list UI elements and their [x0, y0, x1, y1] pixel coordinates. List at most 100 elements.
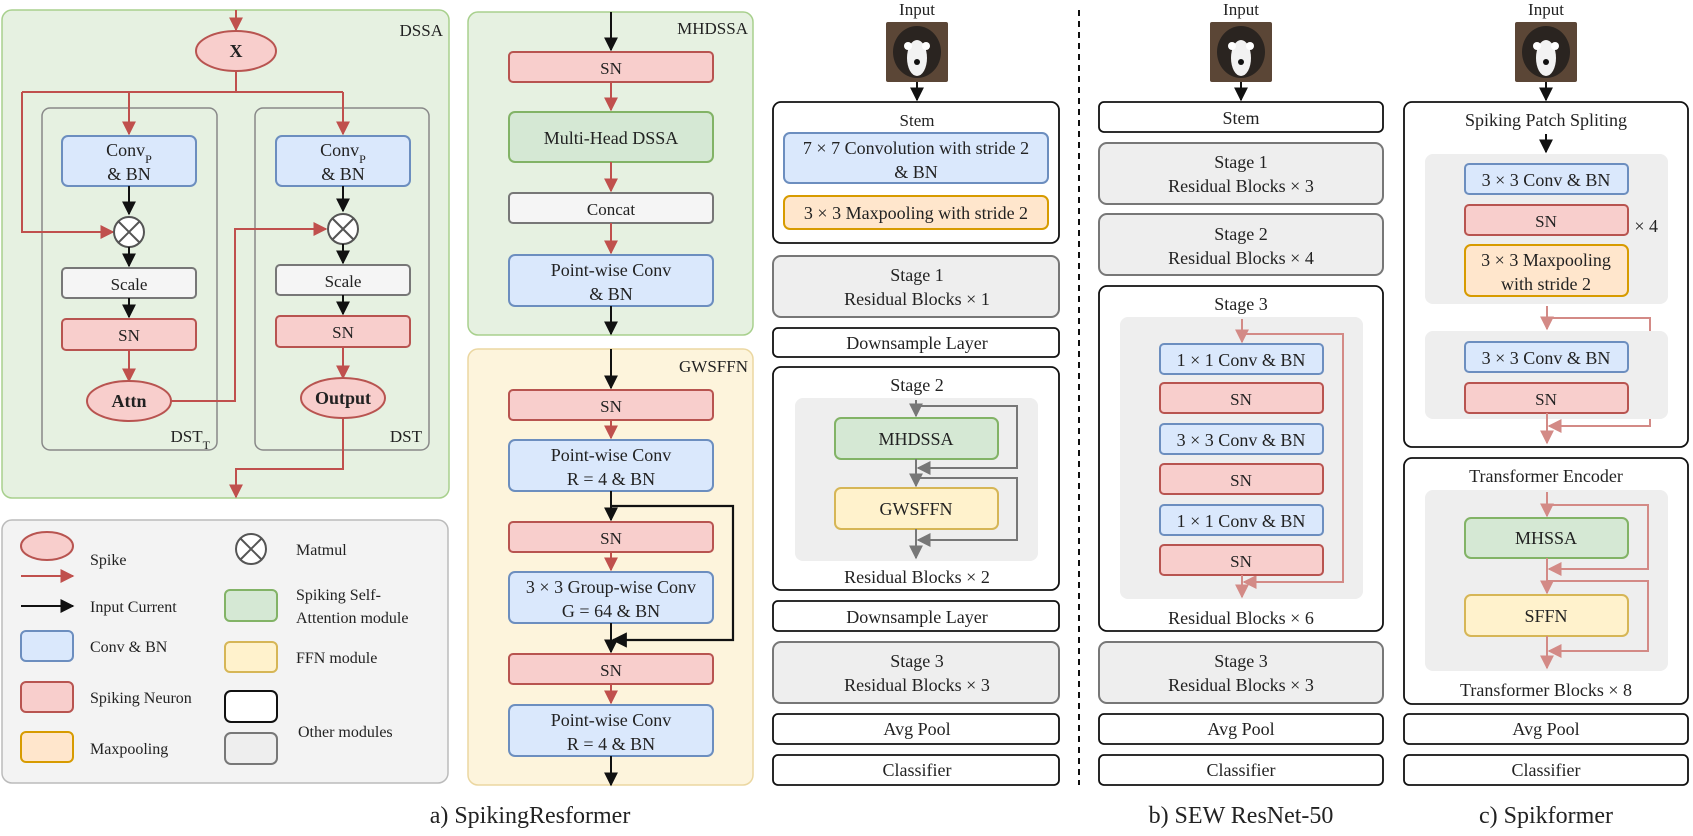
dssa-panel: DSSA DSTT DST X ConvP & BN Scale SN — [1, 9, 450, 499]
sew-stage1 — [1098, 142, 1384, 205]
spikformer-sn-1-label: SN — [1535, 212, 1557, 231]
spikformer-maxpool — [1464, 244, 1629, 297]
sew-classifier-label: Classifier — [1207, 760, 1276, 780]
resformer-avgpool — [772, 713, 1060, 745]
sew-stage3-label: Stage 3 — [1214, 294, 1268, 314]
sew-conv3 — [1159, 423, 1324, 455]
mhdssa-concat-label: Concat — [587, 200, 635, 219]
resformer-gwsffn-label: GWSFFN — [879, 499, 952, 519]
legend-input-current-label: Input Current — [90, 599, 177, 616]
resformer-conv7-line1: 7 × 7 Convolution with stride 2 — [803, 138, 1029, 158]
gwsffn-pointwise-1-line1: Point-wise Conv — [551, 445, 672, 465]
convp-left-bn: & BN — [107, 164, 151, 184]
legend-conv-label: Conv & BN — [90, 639, 168, 656]
resformer-stage3-blocks: Residual Blocks × 3 — [844, 675, 990, 695]
gwsffn-pointwise-1-line2: R = 4 & BN — [567, 469, 655, 489]
spikformer-input-image — [1515, 22, 1577, 82]
spikformer-sn-2-label: SN — [1535, 390, 1557, 409]
resformer-conv7-line2: & BN — [894, 162, 938, 182]
sew-input-image — [1210, 22, 1272, 82]
resformer-conv7 — [783, 132, 1049, 184]
sew-avgpool — [1098, 713, 1384, 745]
legend-spike-label: Spike — [90, 552, 126, 569]
caption-a: a) SpikingResformer — [430, 803, 631, 829]
spikformer-avgpool-label: Avg Pool — [1512, 719, 1579, 739]
spikformer-encoder-label: Transformer Encoder — [1469, 466, 1623, 486]
spikformer-sps-label: Spiking Patch Spliting — [1465, 110, 1627, 130]
sew-stage1-blocks: Residual Blocks × 3 — [1168, 176, 1314, 196]
resformer-stage3-label: Stage 3 — [890, 651, 944, 671]
sew-sn-2 — [1159, 463, 1324, 495]
resformer-maxpool-label: 3 × 3 Maxpooling with stride 2 — [804, 203, 1028, 223]
dst-label: DST — [390, 427, 423, 446]
gwsffn-pointwise-2-line2: R = 4 & BN — [567, 734, 655, 754]
spikformer-maxpool-line1: 3 × 3 Maxpooling — [1481, 250, 1611, 270]
sew-classifier — [1098, 754, 1384, 786]
gwsffn-sn-3-label: SN — [600, 661, 622, 680]
spikformer-column: Input Spiking Patch Spliting 3 × 3 Conv … — [1403, 0, 1689, 786]
sn-right-label: SN — [332, 323, 354, 342]
resformer-downsample-2-label: Downsample Layer — [846, 607, 987, 627]
legend-sn-label: Spiking Neuron — [90, 690, 192, 707]
mhdssa-pointwise-line2: & BN — [589, 284, 633, 304]
resformer-classifier-label: Classifier — [883, 760, 952, 780]
legend-conv-icon — [20, 630, 74, 662]
matmul-left-icon — [113, 216, 145, 248]
mhdssa-multihead-label: Multi-Head DSSA — [544, 128, 679, 148]
legend-ssa-icon — [224, 589, 278, 622]
spikformer-blocks-label: Transformer Blocks × 8 — [1460, 680, 1632, 700]
resformer-mhdssa-label: MHDSSA — [878, 429, 953, 449]
spikformer-classifier — [1403, 754, 1689, 786]
sew-stem — [1098, 101, 1384, 133]
sew-stage4 — [1098, 641, 1384, 704]
sew-stage1-label: Stage 1 — [1214, 152, 1268, 172]
dssa-title: DSSA — [400, 21, 444, 40]
spikformer-maxpool-line2: with stride 2 — [1501, 274, 1591, 294]
mhdssa-panel: MHDSSA SN Multi-Head DSSA Concat Point-w… — [467, 11, 754, 336]
resformer-stage3 — [772, 641, 1060, 704]
spikformer-sn-1 — [1464, 204, 1629, 236]
spikformer-avgpool — [1403, 713, 1689, 745]
spikformer-conv-1-label: 3 × 3 Conv & BN — [1482, 170, 1611, 190]
x-node-label: X — [230, 41, 243, 61]
sew-conv1-b-label: 1 × 1 Conv & BN — [1177, 511, 1306, 531]
legend-ssa-line1: Spiking Self- — [296, 587, 381, 604]
sew-stage4-blocks: Residual Blocks × 3 — [1168, 675, 1314, 695]
spikformer-classifier-label: Classifier — [1512, 760, 1581, 780]
gwsffn-pointwise-2-line1: Point-wise Conv — [551, 710, 672, 730]
attn-label: Attn — [112, 391, 147, 411]
spikformer-conv-1 — [1464, 163, 1629, 195]
matmul-right-icon — [327, 213, 359, 245]
legend-matmul-icon — [235, 533, 267, 565]
scale-left-label: Scale — [111, 275, 148, 294]
legend-ssa-line2: Attention module — [296, 610, 408, 627]
sew-sn-2-label: SN — [1230, 471, 1252, 490]
resformer-column: Input Stem 7 × 7 Convolution with stride… — [772, 0, 1060, 786]
legend-spike-icon — [20, 531, 74, 561]
mhdssa-sn-label: SN — [600, 59, 622, 78]
sew-conv1-b — [1159, 504, 1324, 536]
sew-input-label: Input — [1223, 0, 1259, 19]
legend-other-icon-gray — [224, 732, 278, 765]
sew-avgpool-label: Avg Pool — [1207, 719, 1274, 739]
resformer-downsample-2 — [772, 600, 1060, 632]
sew-sn-1 — [1159, 382, 1324, 414]
resformer-maxpool — [783, 195, 1049, 230]
spikformer-mhssa-label: MHSSA — [1515, 528, 1577, 548]
resformer-stage1 — [772, 255, 1060, 318]
sew-conv3-label: 3 × 3 Conv & BN — [1177, 430, 1306, 450]
resformer-input-label: Input — [899, 0, 935, 19]
spikformer-sffn-label: SFFN — [1524, 606, 1567, 626]
convp-left-label: ConvP — [106, 140, 152, 166]
sew-sn-3-label: SN — [1230, 552, 1252, 571]
sn-left-label: SN — [118, 326, 140, 345]
gwsffn-sn-2-label: SN — [600, 529, 622, 548]
gwsffn-groupwise-line2: G = 64 & BN — [562, 601, 660, 621]
sew-conv1-a — [1159, 343, 1324, 375]
resformer-downsample-1-label: Downsample Layer — [846, 333, 987, 353]
sew-column: Input Stem Stage 1 Residual Blocks × 3 S… — [1098, 0, 1384, 786]
resformer-input-image — [886, 22, 948, 82]
convp-right-bn: & BN — [321, 164, 365, 184]
legend-ffn-label: FFN module — [296, 650, 377, 667]
